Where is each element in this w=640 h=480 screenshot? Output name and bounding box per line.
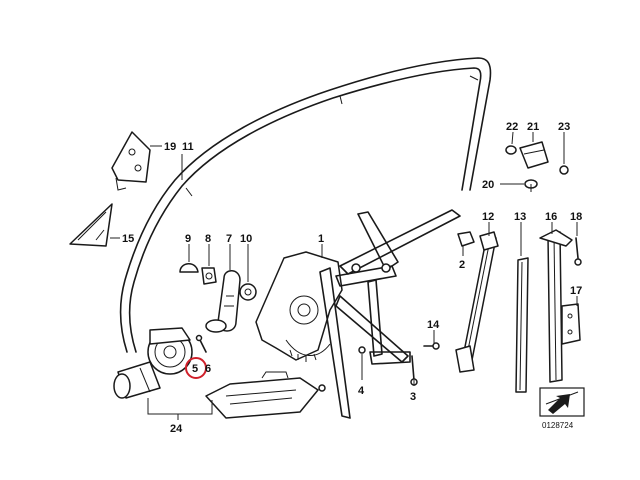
callout-15: 15 bbox=[122, 233, 134, 245]
triangle-trim-lower[interactable] bbox=[69, 203, 113, 247]
drawing-code: 0128724 bbox=[542, 421, 574, 430]
bracket-21[interactable] bbox=[519, 141, 549, 169]
callout-17: 17 bbox=[570, 285, 582, 297]
callout-4: 4 bbox=[358, 385, 365, 397]
callout-3: 3 bbox=[410, 391, 416, 403]
drive-belt-7[interactable] bbox=[205, 270, 241, 333]
triangle-trim-upper[interactable] bbox=[111, 131, 151, 191]
callout-10: 10 bbox=[240, 233, 252, 245]
window-regulator[interactable] bbox=[255, 209, 461, 419]
window-motor[interactable] bbox=[113, 327, 193, 399]
callout-14: 14 bbox=[427, 319, 440, 331]
guide-rail-16[interactable] bbox=[539, 229, 573, 383]
callout-21: 21 bbox=[527, 121, 539, 133]
nut-22[interactable] bbox=[505, 145, 517, 155]
callout-9: 9 bbox=[185, 233, 191, 245]
clip-9[interactable] bbox=[179, 263, 199, 273]
callout-18: 18 bbox=[570, 211, 582, 223]
highlight-circle bbox=[185, 357, 207, 379]
leader-lines bbox=[110, 131, 578, 420]
callout-19: 19 bbox=[164, 141, 176, 153]
callout-8: 8 bbox=[205, 233, 211, 245]
callout-6: 6 bbox=[205, 363, 211, 375]
bolt-14[interactable] bbox=[423, 342, 440, 350]
stud-20[interactable] bbox=[524, 179, 538, 192]
callout-23: 23 bbox=[558, 121, 570, 133]
motor-screws[interactable] bbox=[195, 334, 207, 353]
callout-11: 11 bbox=[182, 141, 194, 153]
callout-24: 24 bbox=[170, 423, 183, 435]
screw-18[interactable] bbox=[574, 237, 582, 266]
callout-7: 7 bbox=[226, 233, 232, 245]
screw-23[interactable] bbox=[559, 165, 569, 175]
callout-5: 5 bbox=[192, 363, 198, 375]
window-frame-seal[interactable] bbox=[119, 57, 492, 353]
roller-10[interactable] bbox=[239, 283, 257, 301]
callout-16: 16 bbox=[545, 211, 557, 223]
guide-rail-13[interactable] bbox=[515, 257, 529, 393]
callout-22: 22 bbox=[506, 121, 518, 133]
callout-20: 20 bbox=[482, 179, 494, 191]
control-module[interactable] bbox=[205, 371, 319, 419]
callout-labels: 1 2 3 4 5 6 7 8 9 10 11 12 13 14 15 16 1… bbox=[122, 121, 582, 435]
bracket-17[interactable] bbox=[561, 303, 581, 345]
direction-arrow-box bbox=[539, 387, 585, 417]
guide-rail-12[interactable] bbox=[455, 231, 499, 373]
callout-12: 12 bbox=[482, 211, 494, 223]
callout-1: 1 bbox=[318, 233, 324, 245]
callout-13: 13 bbox=[514, 211, 526, 223]
callout-2: 2 bbox=[459, 259, 465, 271]
clip-2[interactable] bbox=[457, 231, 475, 247]
grommet-8[interactable] bbox=[201, 267, 217, 285]
